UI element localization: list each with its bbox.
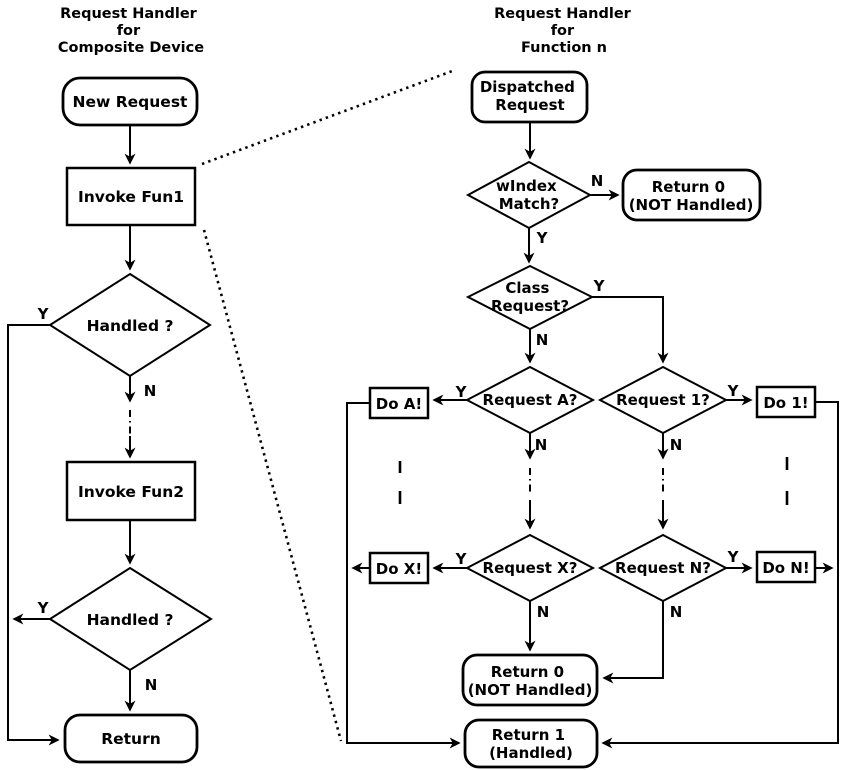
node-handled2-label: Handled ? bbox=[87, 611, 174, 629]
label-class-no: N bbox=[536, 331, 549, 349]
node-return bbox=[63, 713, 199, 764]
node-handled1-decision bbox=[48, 272, 212, 378]
node-request-x-decision bbox=[464, 533, 596, 603]
node-request-n-decision bbox=[597, 533, 729, 603]
node-class-request-decision bbox=[465, 264, 595, 331]
right-diagram-title: Request Handler for Function n bbox=[494, 6, 636, 56]
label-handled1-no: N bbox=[144, 382, 157, 400]
node-do-a bbox=[368, 386, 430, 420]
node-request-x-label: Request X? bbox=[483, 559, 578, 577]
node-dispatched-request bbox=[470, 70, 589, 124]
node-do-1-label: Do 1! bbox=[763, 394, 808, 412]
node-windex-match-label: wIndex Match? bbox=[496, 177, 562, 213]
node-invoke-fun1 bbox=[65, 166, 197, 227]
node-handled2-decision bbox=[48, 566, 213, 672]
node-class-request-label: Class Request? bbox=[491, 279, 569, 315]
label-request-x-no: N bbox=[537, 603, 550, 621]
zoom-connector-top bbox=[201, 68, 456, 166]
edge-requestn-no-to-return0 bbox=[602, 601, 664, 684]
node-dispatched-request-label: Dispatched Request bbox=[480, 78, 580, 114]
node-return1 bbox=[463, 718, 599, 769]
node-invoke-fun2 bbox=[65, 460, 197, 522]
label-handled1-yes: Y bbox=[37, 305, 50, 323]
node-windex-match-decision bbox=[465, 160, 593, 230]
node-new-request-label: New Request bbox=[73, 93, 189, 111]
label-request-a-no: N bbox=[535, 436, 548, 454]
label-windex-yes: Y bbox=[536, 229, 549, 247]
label-request-x-yes: Y bbox=[455, 550, 468, 568]
edge-right-rail-to-return1 bbox=[601, 401, 839, 749]
node-return1-label: Return 1 (Handled) bbox=[489, 726, 573, 762]
label-class-yes: Y bbox=[593, 277, 606, 295]
node-return0-bottom-label: Return 0 (NOT Handled) bbox=[468, 663, 593, 699]
node-do-x-label: Do X! bbox=[376, 560, 422, 578]
node-return0-top-label: Return 0 (NOT Handled) bbox=[629, 178, 754, 214]
node-do-a-label: Do A! bbox=[376, 395, 422, 413]
label-handled2-yes: Y bbox=[37, 599, 50, 617]
label-request-1-yes: Y bbox=[727, 382, 740, 400]
node-handled1-label: Handled ? bbox=[87, 317, 174, 335]
label-request-n-no: N bbox=[670, 603, 683, 621]
label-windex-no: N bbox=[591, 172, 604, 190]
node-request-1-label: Request 1? bbox=[616, 391, 710, 409]
node-invoke-fun2-label: Invoke Fun2 bbox=[78, 483, 184, 501]
node-request-a-decision bbox=[464, 365, 596, 435]
node-return0-top bbox=[621, 168, 762, 222]
label-request-n-yes: Y bbox=[727, 548, 740, 566]
node-do-n bbox=[755, 550, 817, 584]
zoom-connector-bottom bbox=[202, 229, 343, 742]
node-request-1-decision bbox=[597, 365, 729, 435]
label-request-a-yes: Y bbox=[455, 383, 468, 401]
node-return-label: Return bbox=[101, 730, 161, 748]
node-do-n-label: Do N! bbox=[762, 559, 809, 577]
node-request-n-label: Request N? bbox=[615, 559, 711, 577]
node-new-request bbox=[61, 76, 199, 127]
edge-left-rail-to-return1 bbox=[346, 402, 461, 749]
node-do-x bbox=[368, 551, 430, 585]
node-invoke-fun1-label: Invoke Fun1 bbox=[78, 188, 184, 206]
node-return0-bottom bbox=[461, 653, 599, 707]
node-request-a-label: Request A? bbox=[483, 391, 578, 409]
label-handled2-no: N bbox=[145, 676, 158, 694]
node-do-1 bbox=[755, 385, 817, 419]
label-request-1-no: N bbox=[670, 436, 683, 454]
left-diagram-title: Request Handler for Composite Device bbox=[58, 6, 204, 56]
edge-handled1-yes-rail-to-return bbox=[7, 324, 60, 746]
edge-class-yes-to-request1 bbox=[592, 296, 669, 364]
